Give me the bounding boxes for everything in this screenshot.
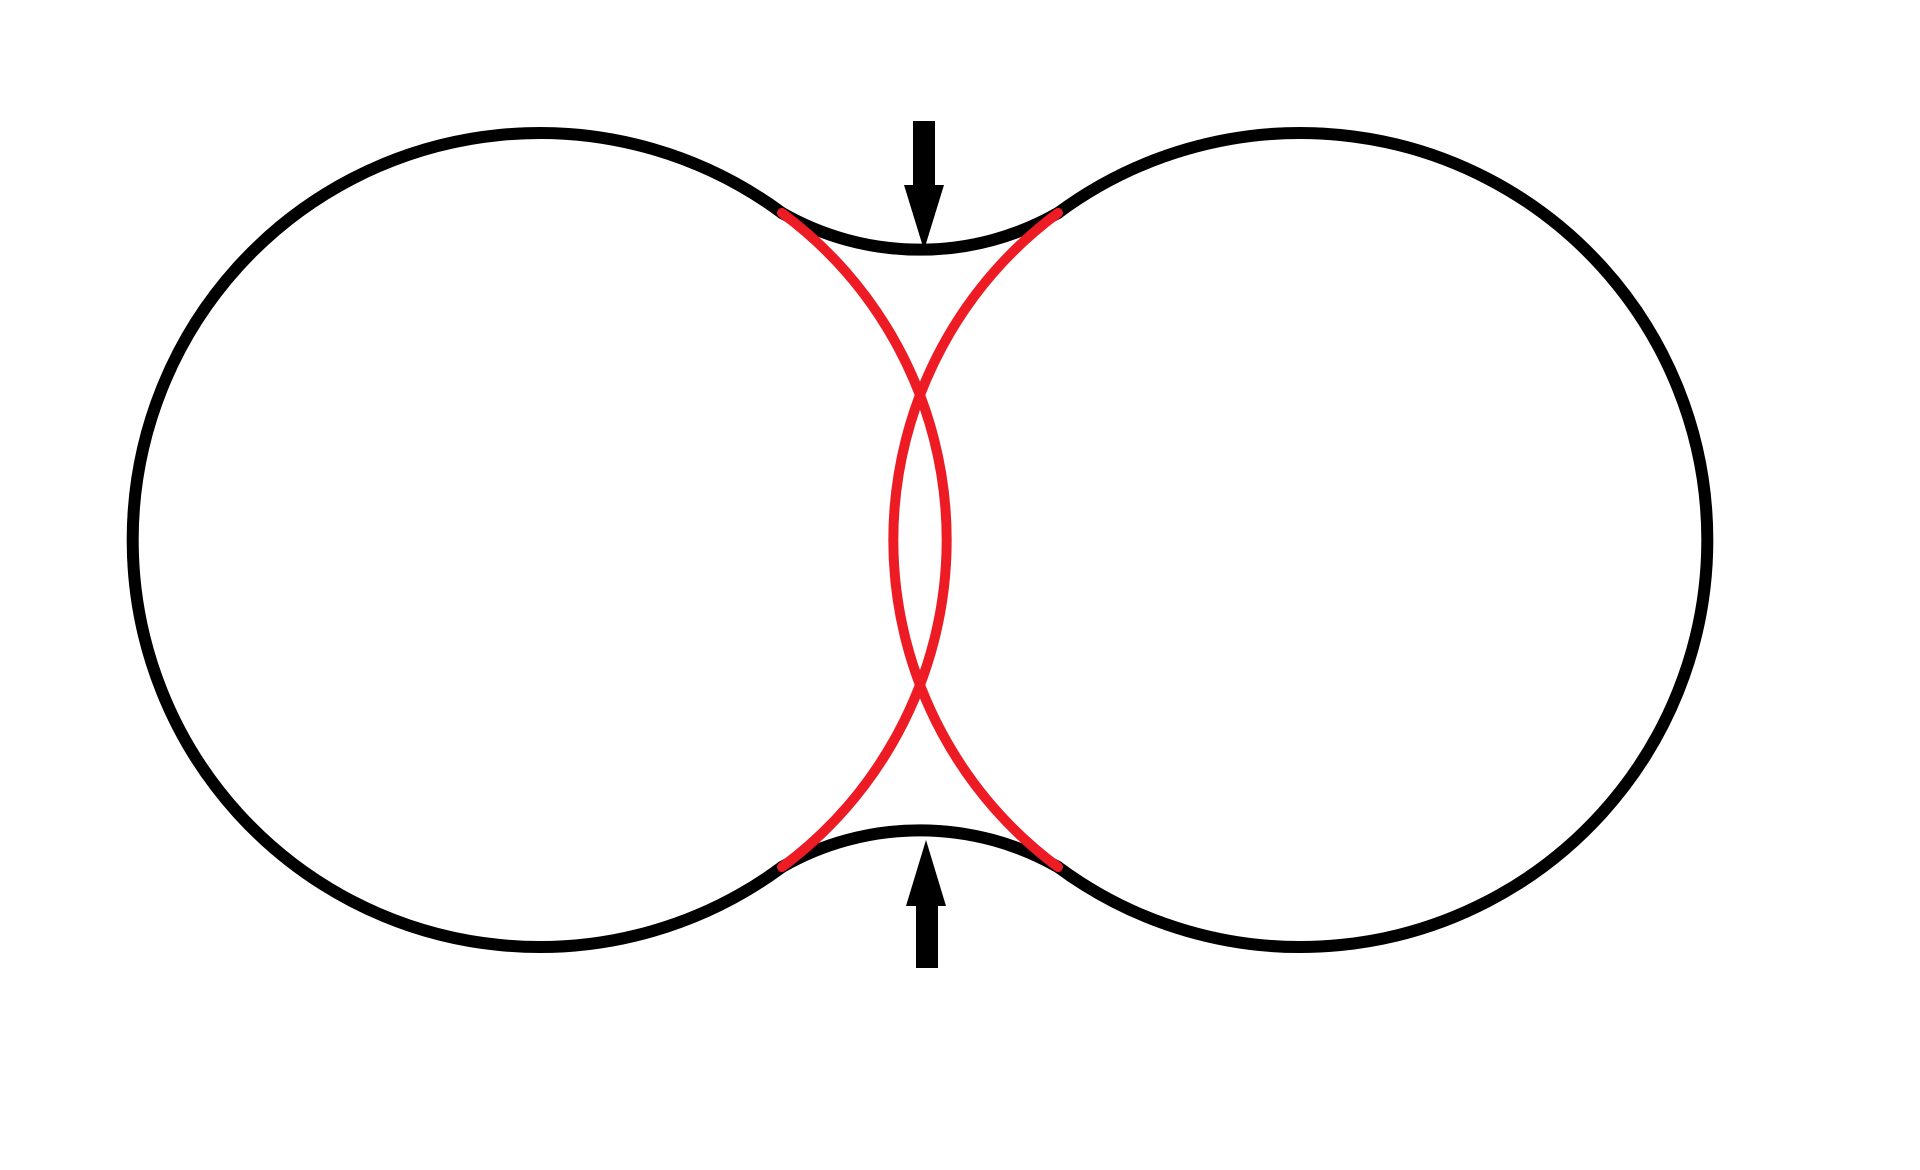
top-arrow-head bbox=[904, 185, 944, 250]
right-inner-arc bbox=[888, 208, 1063, 872]
bottom-neck-arc bbox=[776, 824, 1064, 873]
inner-arcs bbox=[777, 208, 1063, 872]
top-arrow-shaft bbox=[913, 121, 935, 187]
right-circle-outline bbox=[1052, 127, 1714, 953]
left-circle-outline bbox=[126, 127, 788, 953]
top-neck-arc bbox=[776, 207, 1064, 256]
bottom-arrow bbox=[906, 840, 946, 968]
top-arrow bbox=[904, 121, 944, 250]
bottom-arrow-shaft bbox=[916, 904, 938, 968]
left-inner-arc bbox=[777, 208, 952, 872]
bottom-arrow-head bbox=[906, 840, 946, 906]
